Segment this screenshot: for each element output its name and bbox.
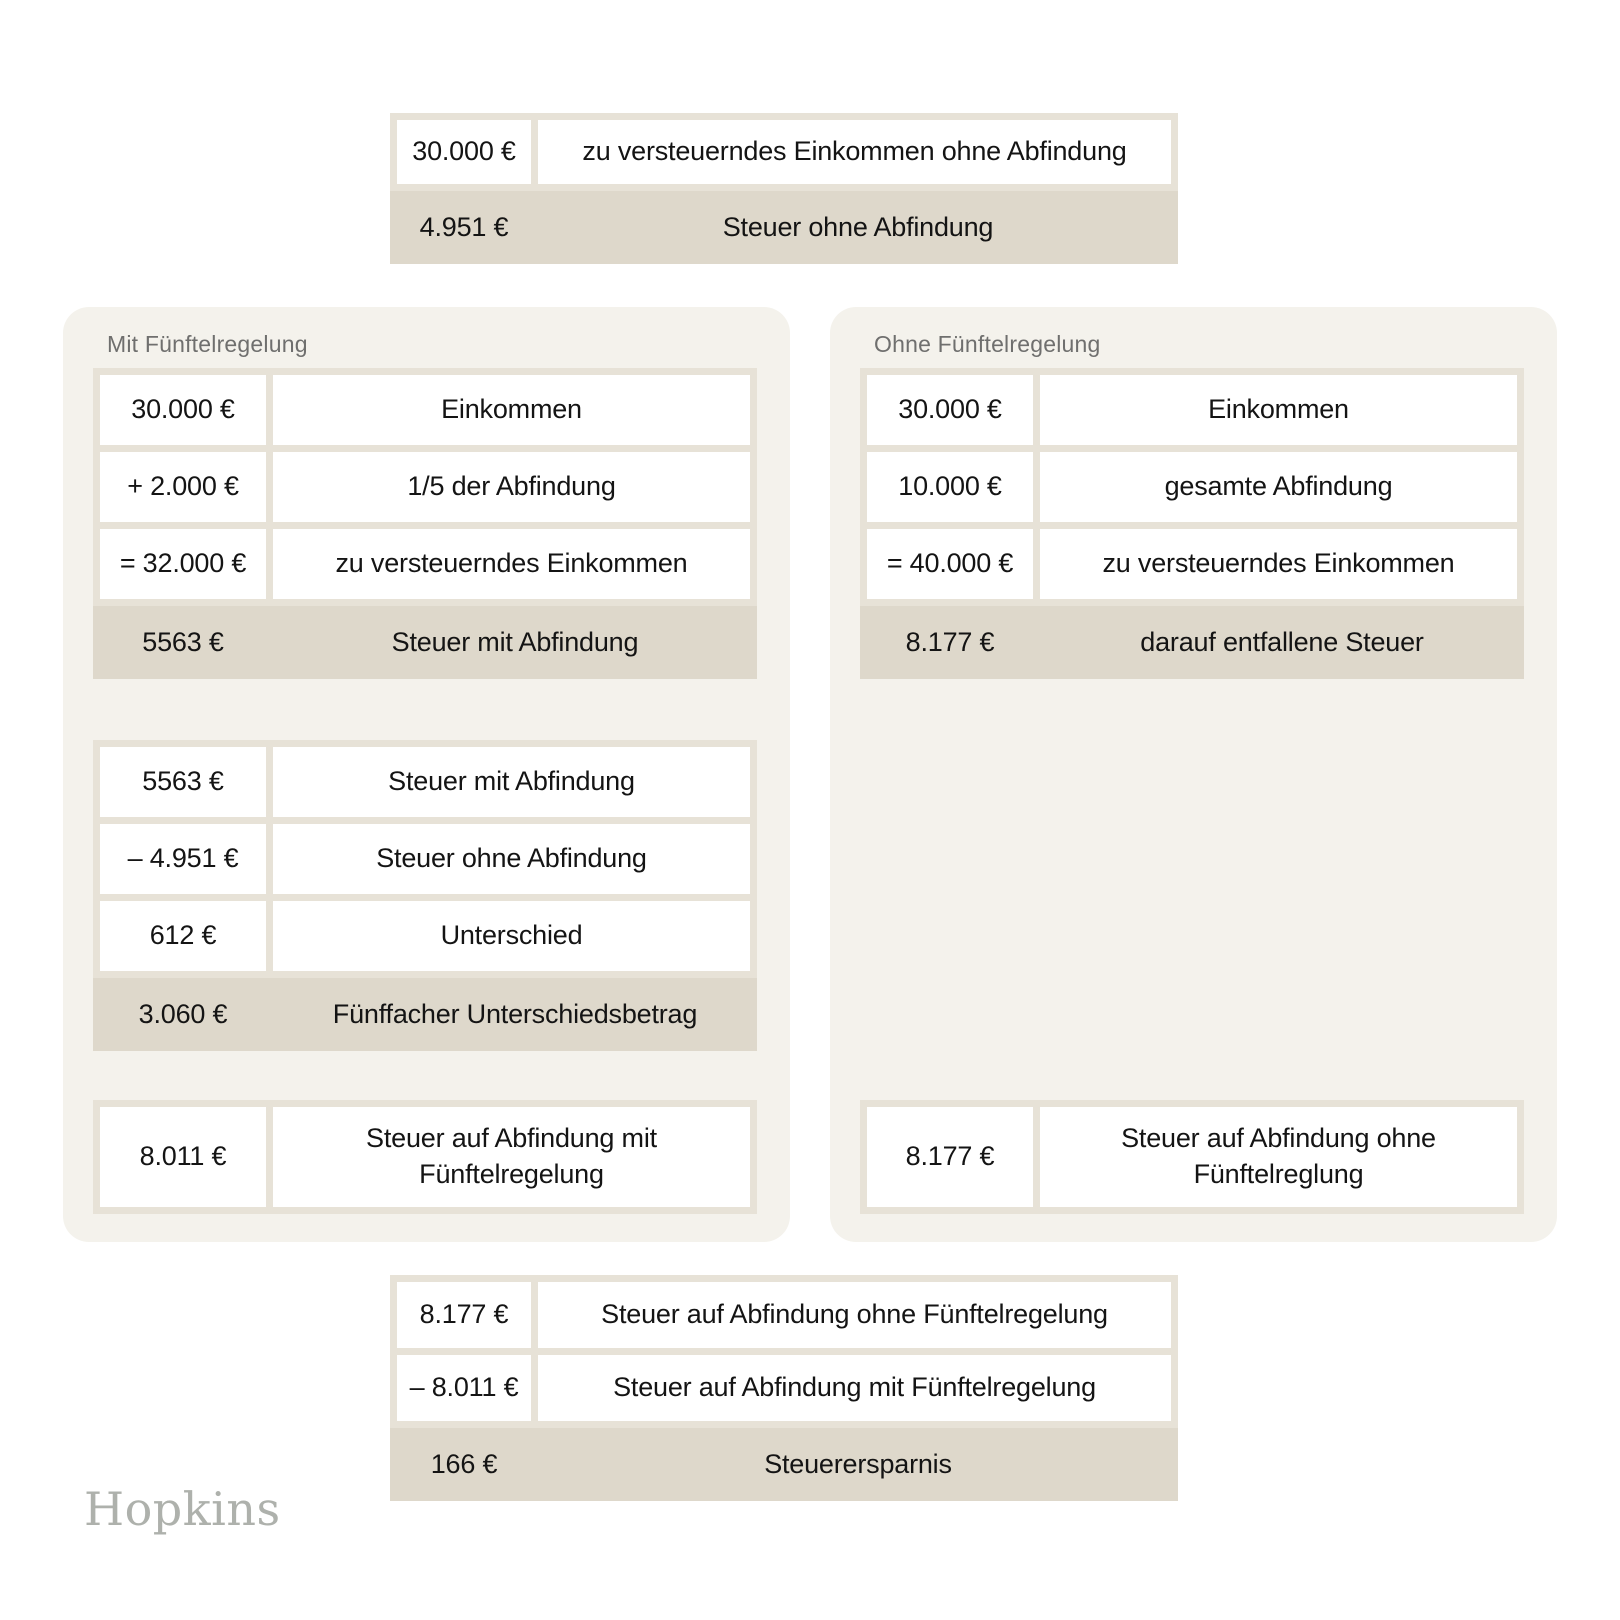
value-cell: = 32.000 € [100,529,266,599]
label-cell: zu versteuerndes Einkommen ohne Abfindun… [538,120,1171,184]
value-cell: 5563 € [93,606,273,679]
label-cell: Steuer mit Abfindung [273,747,750,817]
value-cell: 612 € [100,901,266,971]
value-cell: – 4.951 € [100,824,266,894]
value-cell: 8.011 € [100,1107,266,1207]
table-row: 30.000 € zu versteuerndes Einkommen ohne… [397,120,1171,184]
difference-table: 5563 € Steuer mit Abfindung – 4.951 € St… [93,740,757,1051]
calc-table: 30.000 € Einkommen 10.000 € gesamte Abfi… [860,368,1524,679]
panel-title: Mit Fünftelregelung [107,331,308,357]
highlight-row: 4.951 € Steuer ohne Abfindung [390,191,1178,264]
table-row: 8.177 € Steuer auf Abfindung ohne Fünfte… [397,1282,1171,1348]
savings-table: 8.177 € Steuer auf Abfindung ohne Fünfte… [390,1275,1178,1501]
value-cell: 30.000 € [100,375,266,445]
calc-table: 30.000 € Einkommen + 2.000 € 1/5 der Abf… [93,368,757,679]
table-row: 10.000 € gesamte Abfindung [867,452,1517,522]
table-row: 8.177 € Steuer auf Abfindung ohne Fünfte… [867,1107,1517,1207]
value-cell: 8.177 € [867,1107,1033,1207]
value-cell: 3.060 € [93,978,273,1051]
value-cell: 166 € [390,1428,538,1501]
value-cell: 8.177 € [397,1282,531,1348]
label-cell: Steuer ohne Abfindung [273,824,750,894]
value-cell: 30.000 € [397,120,531,184]
value-cell: 5563 € [100,747,266,817]
value-cell: – 8.011 € [397,1355,531,1421]
label-cell: 1/5 der Abfindung [273,452,750,522]
table-row: – 4.951 € Steuer ohne Abfindung [100,824,750,894]
result-table: 8.011 € Steuer auf Abfindung mit Fünftel… [93,1100,757,1214]
top-summary-table: 30.000 € zu versteuerndes Einkommen ohne… [390,113,1178,264]
table-row: 30.000 € Einkommen [100,375,750,445]
hopkins-logo: Hopkins [84,1482,281,1536]
label-cell: Fünffacher Unterschiedsbetrag [273,978,757,1051]
label-cell: Steuerersparnis [538,1428,1178,1501]
highlight-row: 166 € Steuerersparnis [390,1428,1178,1501]
label-cell: darauf entfallene Steuer [1040,606,1524,679]
label-cell: Steuer auf Abfindung ohne Fünftelreglung [1040,1107,1517,1207]
value-cell: 8.177 € [860,606,1040,679]
label-cell: zu versteuerndes Einkommen [1040,529,1517,599]
label-cell: Steuer mit Abfindung [273,606,757,679]
label-cell: Einkommen [273,375,750,445]
label-cell: Steuer auf Abfindung mit Fünftelregelung [538,1355,1171,1421]
label-cell: Einkommen [1040,375,1517,445]
value-cell: 10.000 € [867,452,1033,522]
panel-mit-fuenftelregelung: Mit Fünftelregelung 30.000 € Einkommen +… [63,307,790,1242]
table-row: 30.000 € Einkommen [867,375,1517,445]
label-cell: Steuer auf Abfindung ohne Fünftelregelun… [538,1282,1171,1348]
result-table: 8.177 € Steuer auf Abfindung ohne Fünfte… [860,1100,1524,1214]
value-cell: 4.951 € [390,191,538,264]
highlight-row: 8.177 € darauf entfallene Steuer [860,606,1524,679]
table-row: + 2.000 € 1/5 der Abfindung [100,452,750,522]
table-row: 8.011 € Steuer auf Abfindung mit Fünftel… [100,1107,750,1207]
label-cell: Unterschied [273,901,750,971]
value-cell: = 40.000 € [867,529,1033,599]
table-row: 5563 € Steuer mit Abfindung [100,747,750,817]
highlight-row: 5563 € Steuer mit Abfindung [93,606,757,679]
panel-ohne-fuenftelregelung: Ohne Fünftelregelung 30.000 € Einkommen … [830,307,1557,1242]
label-cell: gesamte Abfindung [1040,452,1517,522]
highlight-row: 3.060 € Fünffacher Unterschiedsbetrag [93,978,757,1051]
label-cell: Steuer ohne Abfindung [538,191,1178,264]
label-cell: Steuer auf Abfindung mit Fünftelregelung [273,1107,750,1207]
table-row: = 40.000 € zu versteuerndes Einkommen [867,529,1517,599]
label-cell: zu versteuerndes Einkommen [273,529,750,599]
table-row: 612 € Unterschied [100,901,750,971]
table-row: – 8.011 € Steuer auf Abfindung mit Fünft… [397,1355,1171,1421]
value-cell: + 2.000 € [100,452,266,522]
panel-title: Ohne Fünftelregelung [874,331,1101,357]
value-cell: 30.000 € [867,375,1033,445]
table-row: = 32.000 € zu versteuerndes Einkommen [100,529,750,599]
